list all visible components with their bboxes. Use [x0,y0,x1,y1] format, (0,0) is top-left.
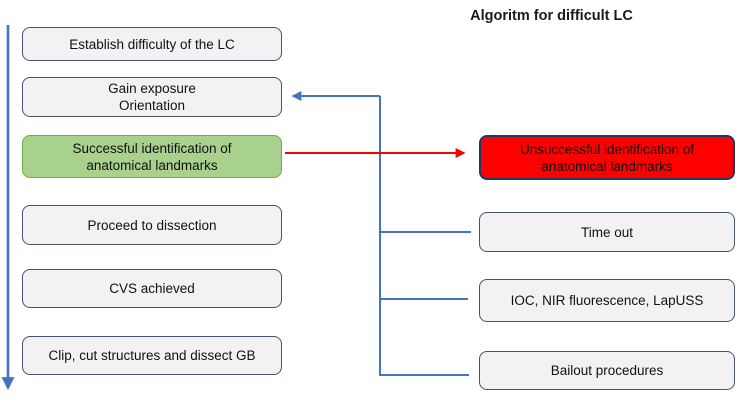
feedback-trunk-line [379,96,469,376]
flow-box-proceed-to-dissection: Proceed to dissection [22,205,282,245]
flow-box-time-out: Time out [479,212,735,252]
flow-box-cvs-achieved: CVS achieved [22,269,282,308]
flow-box-gain-exposure-orientation: Gain exposure Orientation [22,77,282,117]
flow-box-unsuccessful-identification: Unsuccessful identification of anatomica… [479,135,735,180]
page-title: Algoritm for difficult LC [470,8,633,24]
flow-box-clip-cut-dissect-gb: Clip, cut structures and dissect GB [22,336,282,375]
flow-box-bailout-procedures: Bailout procedures [479,351,735,390]
flow-box-establish-difficulty: Establish difficulty of the LC [22,27,282,61]
flow-box-ioc-nir-lapuss: IOC, NIR fluorescence, LapUSS [479,279,735,322]
flow-box-successful-identification: Successful identification of anatomical … [22,135,282,178]
